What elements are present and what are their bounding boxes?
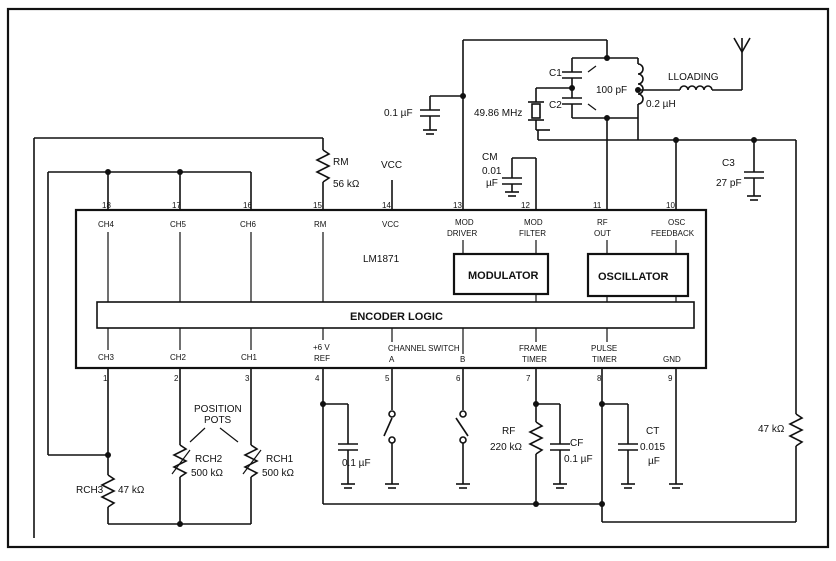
rf-value: 220 kΩ bbox=[490, 442, 522, 453]
pin-11-label2: OUT bbox=[594, 229, 611, 238]
cm-value: 0.01 bbox=[482, 166, 502, 177]
pin-13-number: 13 bbox=[453, 201, 462, 210]
rch3-value: 47 kΩ bbox=[118, 485, 145, 496]
pin-1-number: 1 bbox=[103, 374, 108, 383]
encoder-logic-label: ENCODER LOGIC bbox=[350, 311, 443, 323]
rm-resistor bbox=[315, 149, 331, 183]
schematic-frame bbox=[6, 7, 830, 549]
inductor-value: 0.2 µH bbox=[646, 99, 676, 110]
bottom-pins: CH3 1 CH2 2 CH1 3 +6 V REF 4 CHANNEL SWI… bbox=[98, 343, 681, 383]
cm-unit: µF bbox=[486, 178, 498, 189]
pin-10-number: 10 bbox=[666, 201, 675, 210]
pin-10-label2: FEEDBACK bbox=[651, 229, 695, 238]
c2-label: C2 bbox=[549, 100, 562, 111]
oscillator-label: OSCILLATOR bbox=[598, 271, 669, 283]
pin-9-label: GND bbox=[663, 355, 681, 364]
pin-7-label: FRAME bbox=[519, 344, 547, 353]
rch3-name: RCH3 bbox=[76, 485, 104, 496]
rch2-value: 500 kΩ bbox=[191, 468, 223, 479]
rch1-name: RCH1 bbox=[266, 454, 294, 465]
cf-value: 0.1 µF bbox=[564, 454, 593, 465]
pin-14-label: VCC bbox=[382, 220, 399, 229]
pin-12-label2: FILTER bbox=[519, 229, 546, 238]
rch1-pot bbox=[243, 444, 259, 478]
lloading-label: LLOADING bbox=[668, 72, 719, 83]
pin-5-label: A bbox=[389, 355, 395, 364]
vcc-label: VCC bbox=[381, 160, 402, 171]
rch2-name: RCH2 bbox=[195, 454, 223, 465]
pin-8-number: 8 bbox=[597, 374, 602, 383]
top-pins: 18 CH4 17 CH5 16 CH6 15 RM 14 VCC 13 MOD… bbox=[98, 201, 695, 238]
ct-value: 0.015 bbox=[640, 442, 665, 453]
rf-name: RF bbox=[502, 426, 515, 437]
pin-11-number: 11 bbox=[593, 201, 602, 210]
rch1-value: 500 kΩ bbox=[262, 468, 294, 479]
ct-name: CT bbox=[646, 426, 659, 437]
pin-5-number: 5 bbox=[385, 374, 390, 383]
pin-12-label: MOD bbox=[524, 218, 543, 227]
c12-value: 100 pF bbox=[596, 85, 627, 96]
pin-7-label2: TIMER bbox=[522, 355, 547, 364]
pin-9-number: 9 bbox=[668, 374, 673, 383]
pin-18-number: 18 bbox=[102, 201, 111, 210]
r47-resistor bbox=[788, 413, 804, 447]
pin-2-number: 2 bbox=[174, 374, 179, 383]
pin-6-number: 6 bbox=[456, 374, 461, 383]
pin-7-number: 7 bbox=[526, 374, 531, 383]
switch-a bbox=[383, 417, 393, 437]
rf-resistor bbox=[528, 421, 544, 455]
c3-value: 27 pF bbox=[716, 178, 742, 189]
lm1871-chip bbox=[74, 208, 708, 370]
crystal bbox=[531, 103, 541, 119]
pin-4-label: +6 V bbox=[313, 343, 330, 352]
switch-b bbox=[455, 417, 469, 437]
pin-15-label: RM bbox=[314, 220, 327, 229]
rm-name: RM bbox=[333, 157, 349, 168]
pin-8-label: PULSE bbox=[591, 344, 617, 353]
rch3-resistor bbox=[100, 474, 116, 508]
pin-10-label: OSC bbox=[668, 218, 686, 227]
encoder-logic-block bbox=[96, 301, 695, 329]
pin-16-label: CH6 bbox=[240, 220, 257, 229]
pin-6-label: B bbox=[460, 355, 465, 364]
pin-13-label2: DRIVER bbox=[447, 229, 477, 238]
pin-17-number: 17 bbox=[172, 201, 181, 210]
pin-4-number: 4 bbox=[315, 374, 320, 383]
pin-4-label2: REF bbox=[314, 354, 330, 363]
position-pots-label2: POTS bbox=[204, 415, 232, 426]
loading-inductor bbox=[679, 85, 713, 91]
chip-name: LM1871 bbox=[363, 254, 400, 265]
rm-value: 56 kΩ bbox=[333, 179, 360, 190]
ct-unit: µF bbox=[648, 456, 660, 467]
oscillator-block bbox=[586, 252, 690, 298]
pin-2-label: CH2 bbox=[170, 353, 187, 362]
c-ref-value: 0.1 µF bbox=[342, 458, 371, 469]
crystal-frequency: 49.86 MHz bbox=[474, 108, 522, 119]
pin-14-number: 14 bbox=[382, 201, 391, 210]
position-pots-label: POSITION bbox=[194, 404, 242, 415]
modulator-label: MODULATOR bbox=[468, 270, 539, 282]
cm-name: CM bbox=[482, 152, 498, 163]
modulator-block bbox=[452, 252, 550, 296]
rch2-pot bbox=[172, 444, 188, 478]
c1-label: C1 bbox=[549, 68, 562, 79]
pin-13-label: MOD bbox=[455, 218, 474, 227]
c-decouple-value: 0.1 µF bbox=[384, 108, 413, 119]
pin-8-label2: TIMER bbox=[592, 355, 617, 364]
pin-12-number: 12 bbox=[521, 201, 530, 210]
pin-17-label: CH5 bbox=[170, 220, 187, 229]
tank-inductor bbox=[637, 63, 644, 105]
pin-3-number: 3 bbox=[245, 374, 250, 383]
r47-value: 47 kΩ bbox=[758, 424, 785, 435]
pin-16-number: 16 bbox=[243, 201, 252, 210]
pin-18-label: CH4 bbox=[98, 220, 115, 229]
pin-3-label: CH1 bbox=[241, 353, 258, 362]
channel-switch-label: CHANNEL SWITCH bbox=[388, 344, 460, 353]
c3-name: C3 bbox=[722, 158, 735, 169]
pin-1-label: CH3 bbox=[98, 353, 115, 362]
pin-15-number: 15 bbox=[313, 201, 322, 210]
pin-11-label: RF bbox=[597, 218, 608, 227]
cf-name: CF bbox=[570, 438, 583, 449]
